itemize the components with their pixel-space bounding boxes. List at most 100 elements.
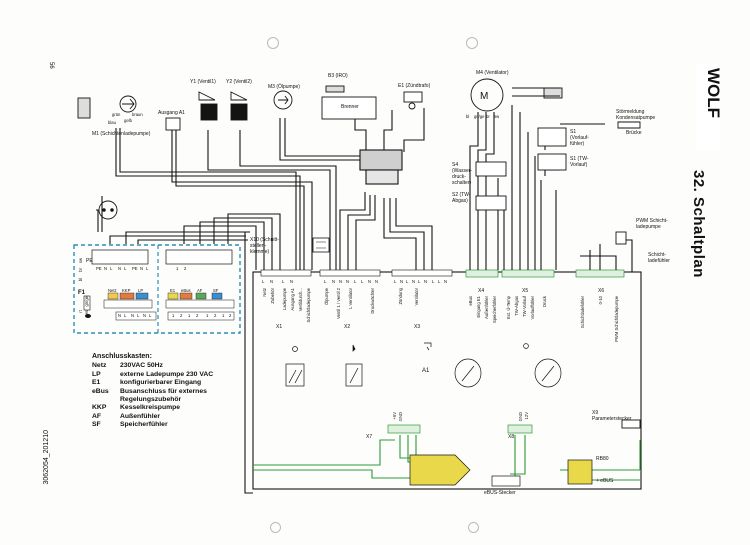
schicht-label: Schicht-ladefühler: [648, 252, 670, 264]
legend-value: Kesselkreispumpe: [120, 404, 181, 412]
x3-label: X3: [414, 324, 421, 330]
x1-pin: L: [262, 279, 265, 284]
x2-pin: N: [339, 279, 343, 284]
legend-key: [92, 396, 120, 404]
x3-pin: L: [438, 279, 441, 284]
tb-top: N: [104, 266, 108, 271]
x8-label: X8: [508, 434, 515, 440]
tb-num: 1: [172, 313, 175, 318]
color-code: gn/ge: [84, 296, 89, 307]
legend-row: KKP Kesselkreispumpe: [92, 404, 213, 412]
tb-bottom-left: KKP: [122, 288, 131, 293]
x4-desc: Außenfühler: [484, 296, 489, 319]
legend-value: Busanschluss für externes: [120, 387, 207, 395]
tb-num: 2: [229, 313, 232, 318]
tb-num: 1: [222, 313, 225, 318]
x3-pin: N: [412, 279, 416, 284]
x1-pin: L: [282, 279, 285, 284]
x8-pin-label: 12V: [524, 412, 529, 420]
logo-text: WOLF: [704, 68, 720, 118]
x3-pin: N: [444, 279, 448, 284]
legend-key: Netz: [92, 362, 107, 370]
legend-key: eBus: [92, 387, 109, 395]
legend-key: E1: [92, 379, 101, 387]
x2-pin: N: [332, 279, 336, 284]
pe-label: PE: [86, 258, 93, 264]
x2-desc: Druckwächter: [370, 288, 375, 314]
x9-label: X9 Parameterstecker: [592, 410, 632, 422]
y1-label: Y1 (Ventil1): [190, 79, 216, 85]
legend-title: Anschlusskasten:: [92, 353, 152, 360]
legend-row: SF Speicherfühler: [92, 421, 213, 429]
tb-top: L: [124, 266, 127, 271]
legend-row: LP externe Ladepumpe 230 VAC: [92, 371, 213, 379]
color-code: bl: [78, 278, 83, 282]
x6-desc: PWM Schichtladepumpe: [614, 296, 619, 342]
tb-top: 2: [184, 266, 187, 271]
tb-num: 1: [188, 313, 191, 318]
tb-top: PE: [132, 266, 138, 271]
m1-pin-label: grün: [112, 112, 121, 117]
ausgang-a1-label: Ausgang A1: [158, 110, 185, 116]
x3-pin: N: [400, 279, 404, 284]
connector-strip-top: [260, 269, 625, 278]
x6-label: X6: [598, 288, 605, 294]
x2-pin: N: [346, 279, 350, 284]
x3-desc: Zündung: [398, 288, 403, 305]
m4-label: M4 (Ventilator): [476, 70, 509, 76]
x1-desc: Zubehör: [270, 288, 275, 304]
color-code: br: [78, 268, 83, 272]
x2-pin: L: [361, 279, 364, 284]
x7-label: X7: [366, 434, 373, 440]
legend-key: KKP: [92, 404, 107, 412]
terminal-box: [73, 244, 241, 334]
components-top: M: [77, 78, 641, 429]
punch-hole-bottom-right: [468, 522, 479, 533]
legend-row: AF Außenfühler: [92, 413, 213, 421]
x3-desc: Ventilator: [414, 288, 419, 306]
legend-row: Regelungszubehör: [92, 396, 213, 404]
x4-desc: Speicherfühler: [492, 296, 497, 324]
x4-desc: Eingang E1: [476, 296, 481, 318]
x4-label: X4: [478, 288, 485, 294]
legend-key: LP: [92, 370, 101, 378]
tb-bottom-right: SF: [213, 288, 219, 293]
tb-num: 2: [214, 313, 217, 318]
x10-label: X10 (Schnitt-stellen-klemme): [250, 237, 279, 255]
x3-pin: L: [394, 279, 397, 284]
tb-bottom-right: E1: [170, 288, 176, 293]
m1-pin-label: braun: [132, 112, 143, 117]
m1-pin-label: blau: [108, 120, 116, 125]
tb-bottom-left: LP: [138, 288, 144, 293]
tb-num: N: [118, 313, 122, 318]
tb-top: N: [140, 266, 144, 271]
s4-label: S4 (Wasser-druck-schalter): [452, 162, 473, 186]
x1-desc: Vertildurch...: [298, 288, 303, 312]
tb-top: L: [146, 266, 149, 271]
tb-num: 1: [206, 313, 209, 318]
x5-desc: Ext. Ü-Temp: [506, 296, 511, 320]
pwm-label: PWM Schicht-ladepumpe: [636, 218, 668, 230]
x2-desc: Ventil 1 / Ventil 2: [336, 288, 341, 319]
x2-desc: Ölpumpe: [324, 288, 329, 305]
black-wires: [96, 105, 633, 494]
b3-label: B3 (IRO): [328, 73, 348, 79]
tb-num: L: [124, 313, 127, 318]
board-symbols: [285, 342, 562, 388]
x1-pin: N: [270, 279, 274, 284]
punch-hole-right: [466, 37, 478, 49]
x3-pin: L: [406, 279, 409, 284]
m3-label: M3 (Ölpumpe): [268, 84, 300, 90]
m1-label: M1 (Schichtenladepumpe): [92, 131, 151, 137]
svg-text:M: M: [480, 91, 488, 102]
x3-pin: L: [418, 279, 421, 284]
tb-bottom-right: eBus: [181, 288, 191, 293]
x5-desc: TW-Abgas: [514, 296, 519, 316]
x2-pin: L: [324, 279, 327, 284]
x1-label: X1: [276, 324, 283, 330]
tb-num: N: [143, 313, 147, 318]
punch-hole-bottom-left: [270, 522, 281, 533]
a1-label: A1: [422, 368, 430, 374]
x5-desc: Druck: [542, 296, 547, 307]
